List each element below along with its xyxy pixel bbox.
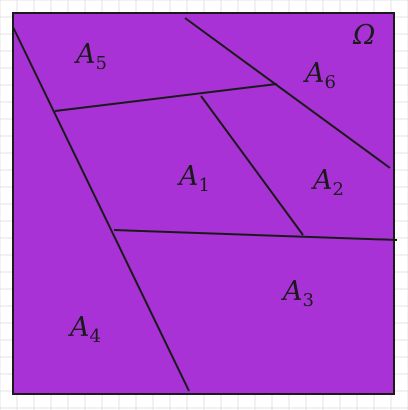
region-label-a6: A6 — [302, 58, 336, 93]
region-label-a1: A1 — [176, 161, 210, 196]
boundary-line-a1-a3 — [113, 229, 398, 241]
region-label-a3: A3 — [280, 276, 314, 311]
boundary-line-a5-a1 — [54, 83, 278, 112]
boundary-line-upper-right-diagonal — [184, 17, 391, 169]
region-label-a4: A4 — [67, 312, 101, 347]
domain-label-omega: Ω — [352, 20, 375, 51]
boundary-line-left-diagonal — [12, 26, 190, 392]
boundary-line-a1-a2 — [200, 95, 304, 236]
domain-omega-square — [12, 12, 395, 395]
region-label-a5: A5 — [73, 39, 107, 74]
region-label-a2: A2 — [310, 165, 344, 200]
